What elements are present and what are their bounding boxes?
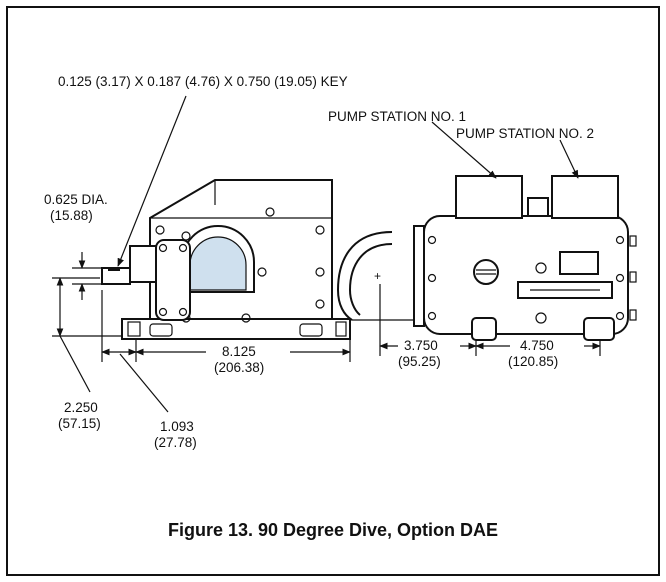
height-mm-label: (57.15) xyxy=(58,416,101,431)
height-leader xyxy=(59,335,91,393)
pump-body xyxy=(423,215,629,335)
pump-station-2-leader xyxy=(559,139,579,179)
gear-reducer xyxy=(101,179,351,340)
base-length-mm-label: (206.38) xyxy=(214,360,264,375)
input-flange xyxy=(155,239,191,321)
svg-text:+: + xyxy=(374,269,381,283)
figure-caption: Figure 13. 90 Degree Dive, Option DAE xyxy=(168,520,498,540)
offset-label: 1.093 xyxy=(160,419,194,434)
foot-spacing-label: 4.750 xyxy=(520,338,554,353)
elbow-pipe: + xyxy=(336,225,425,327)
offset-leader xyxy=(119,353,169,413)
center-to-foot-label: 3.750 xyxy=(404,338,438,353)
key-leader xyxy=(117,95,187,267)
pump-station-2-box xyxy=(551,175,619,219)
shaft-dia-mm-label: (15.88) xyxy=(50,208,93,223)
base-slot-left xyxy=(127,321,141,337)
foot-spacing-mm-label: (120.85) xyxy=(508,354,558,369)
shaft-dia-label: 0.625 DIA. xyxy=(44,192,108,207)
pump-assembly xyxy=(423,175,637,341)
pump-station-1-label: PUMP STATION NO. 1 xyxy=(328,109,466,124)
pump-station-2-label: PUMP STATION NO. 2 xyxy=(456,126,594,141)
figure-border xyxy=(6,6,660,576)
pump-station-1-leader xyxy=(431,121,497,179)
center-to-foot-mm-label: (95.25) xyxy=(398,354,441,369)
pump-station-1-box xyxy=(455,175,523,219)
offset-mm-label: (27.78) xyxy=(154,435,197,450)
height-label: 2.250 xyxy=(64,400,98,415)
key-label: 0.125 (3.17) X 0.187 (4.76) X 0.750 (19.… xyxy=(58,74,348,89)
base-length-label: 8.125 xyxy=(222,344,256,359)
